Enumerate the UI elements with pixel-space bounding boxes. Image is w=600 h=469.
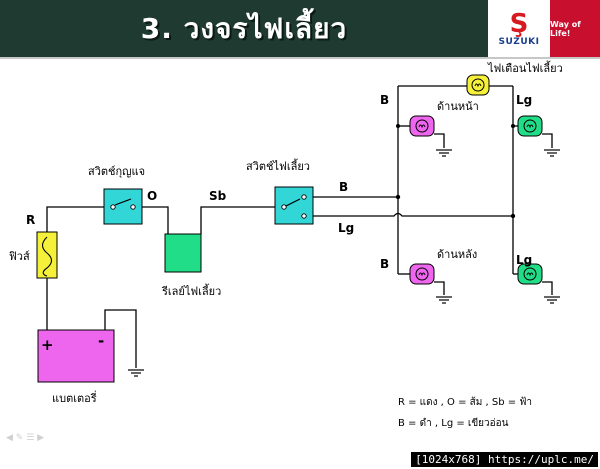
color-legend-line-1: R = แดง , O = ส้ม , Sb = ฟ้า [398, 396, 532, 408]
junction-dots [395, 124, 516, 219]
wiring [46, 85, 553, 368]
ground-icon [435, 149, 453, 157]
rear-lamps-label: ด้านหลัง [437, 248, 477, 261]
color-legend-line-2: B = ดำ , Lg = เขียวอ่อน [398, 417, 509, 429]
wire-label-b-front: B [380, 93, 389, 107]
slide-title: 3. วงจรไฟเลี้ยว [140, 11, 348, 45]
slide-controls[interactable]: ◀ ✎ ☰ ▶ [6, 433, 44, 443]
brand-tagline: Way of Life! [550, 19, 581, 38]
tagline-box: Way of Life! [550, 0, 600, 57]
wire-label-lg-rear: Lg [516, 253, 532, 267]
ignition-switch [103, 188, 143, 225]
battery-label: แบตเตอรี่ [52, 390, 97, 405]
wire-label-o: O [147, 189, 157, 203]
relay-label: รีเลย์ไฟเลี้ยว [161, 283, 221, 298]
indicator-lamp-label: ไฟเตือนไฟเลี้ยว [487, 60, 563, 75]
fuse [36, 231, 58, 279]
prev-slide-icon[interactable]: ◀ [6, 433, 13, 443]
brand-name: SUZUKI [498, 36, 540, 47]
front-lamps-label: ด้านหน้า [437, 100, 479, 113]
wire-label-lg-front: Lg [516, 93, 532, 107]
menu-icon[interactable]: ☰ [26, 433, 35, 443]
ignition-switch-label: สวิตช์กุญแจ [88, 165, 145, 178]
turn-signal-switch [274, 186, 314, 225]
ground-icon [543, 296, 561, 304]
ground-icon [435, 296, 453, 304]
next-slide-icon[interactable]: ▶ [37, 433, 45, 443]
turn-switch-label: สวิตช์ไฟเลี้ยว [246, 158, 310, 173]
fuse-label: ฟิวส์ [9, 250, 30, 263]
title-divider [0, 57, 600, 59]
wire-label-sb: Sb [209, 189, 227, 203]
turn-signal-relay [164, 233, 202, 273]
wire-label-b-rear: B [380, 257, 389, 271]
battery-positive-terminal: + [41, 336, 54, 354]
pen-icon[interactable]: ✎ [15, 433, 24, 443]
ground-icon [543, 149, 561, 157]
battery [37, 329, 115, 383]
watermark: [1024x768] https://uplc.me/ [411, 452, 598, 467]
ground-icon [127, 369, 145, 377]
wire-label-r: R [26, 213, 35, 227]
suzuki-logo: Ş SUZUKI [488, 0, 550, 57]
battery-negative-terminal: - [98, 332, 104, 350]
title-bar: 3. วงจรไฟเลี้ยว [0, 0, 488, 57]
suzuki-s-icon: Ş [509, 8, 529, 39]
wire-label-lg-switch: Lg [338, 221, 354, 235]
wire-label-b-switch: B [339, 180, 348, 194]
